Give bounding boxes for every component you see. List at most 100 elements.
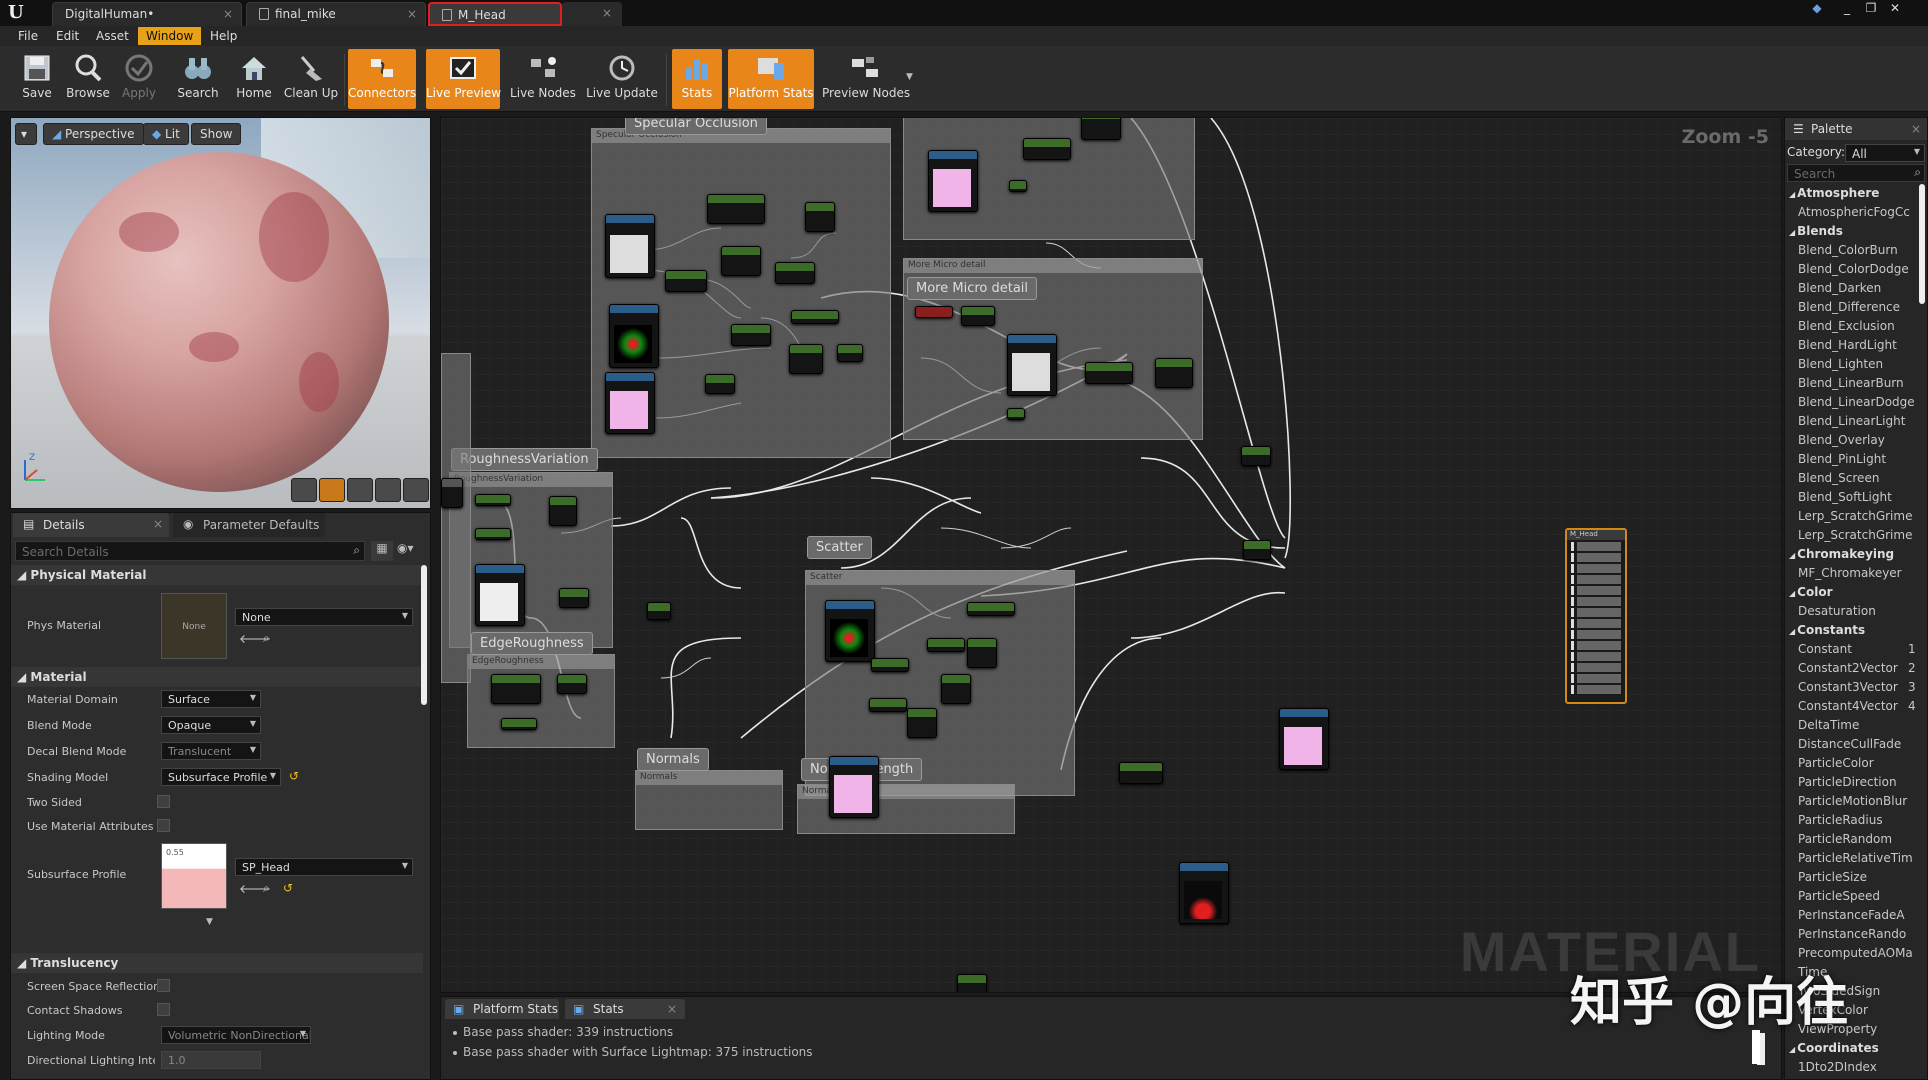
add-node[interactable] [647, 602, 671, 620]
palette-item[interactable]: ParticleSize [1798, 870, 1867, 884]
two-sided-checkbox[interactable] [157, 795, 170, 808]
palette-item[interactable]: Lerp_ScratchGrime [1798, 528, 1912, 542]
lerp-node[interactable] [1155, 358, 1193, 388]
menu-asset[interactable]: Asset [96, 29, 129, 43]
tab-stats[interactable]: ▣Stats× [565, 999, 685, 1019]
show-button[interactable]: Show [191, 123, 242, 145]
stats-button[interactable]: Stats [672, 49, 722, 109]
palette-item[interactable]: PerInstanceFadeA [1798, 908, 1905, 922]
palette-item[interactable]: 1Dto2DIndex [1798, 1060, 1877, 1074]
palette-item[interactable]: Blend_ColorDodge [1798, 262, 1909, 276]
lighting-mode-dropdown[interactable]: Volumetric NonDirectional [161, 1026, 311, 1044]
browse-button[interactable]: Browse [64, 49, 112, 109]
reset-arrow-icon[interactable]: ↺ [283, 881, 294, 895]
palette-item[interactable]: ParticleMotionBlur [1798, 794, 1907, 808]
menu-window[interactable]: Window [138, 27, 202, 45]
palette-item[interactable]: ParticleRandom [1798, 832, 1892, 846]
preview-nodes-button[interactable]: Preview Nodes [822, 49, 910, 109]
translucency-header[interactable]: ◢ Translucency [11, 953, 423, 973]
live-update-button[interactable]: Live Update [584, 49, 660, 109]
comment-label-more-micro-detail[interactable]: More Micro detail [907, 277, 1038, 300]
multiply-node[interactable] [1243, 540, 1271, 560]
comment-box-left[interactable] [441, 353, 471, 683]
palette-category-chroma[interactable]: ◢Chromakeying [1789, 547, 1894, 561]
palette-item[interactable]: Blend_LinearDodge [1798, 395, 1915, 409]
palette-category-blends[interactable]: ◢Blends [1789, 224, 1843, 238]
multiply-node[interactable] [961, 306, 995, 326]
scalar-param-node[interactable] [871, 658, 909, 672]
lerp-node[interactable] [967, 638, 997, 668]
comment-box-normals[interactable]: Normals [635, 770, 783, 830]
directional-lighting-input[interactable]: 1.0 [161, 1051, 261, 1069]
multiply-node[interactable] [731, 324, 771, 346]
palette-item[interactable]: Blend_Exclusion [1798, 319, 1895, 333]
palette-item[interactable]: ParticleRadius [1798, 813, 1883, 827]
lerp-node[interactable] [1081, 118, 1121, 140]
expand-arrow-icon[interactable]: ▼ [206, 917, 213, 927]
multiply-node[interactable] [957, 974, 987, 992]
texture-sample-node[interactable] [1279, 708, 1329, 770]
palette-item[interactable]: AtmosphericFogCc [1798, 205, 1910, 219]
fresnel-node[interactable] [491, 674, 541, 704]
scalar-param-node[interactable] [927, 638, 965, 652]
material-header[interactable]: ◢ Material [11, 667, 423, 687]
cube-preview-icon[interactable] [375, 478, 401, 502]
texture-sample-node[interactable] [1007, 334, 1057, 396]
close-icon[interactable]: × [222, 7, 233, 21]
shading-model-dropdown[interactable]: Subsurface Profile [161, 768, 281, 786]
menu-file[interactable]: File [18, 29, 39, 43]
texture-sample-node[interactable] [928, 150, 978, 212]
browse-icon[interactable]: ⌕ [263, 881, 270, 895]
palette-item[interactable]: Blend_LinearBurn [1798, 376, 1904, 390]
constant-node[interactable] [1009, 180, 1027, 192]
physical-material-header[interactable]: ◢ Physical Material [11, 565, 423, 585]
lerp-node[interactable] [941, 674, 971, 704]
palette-item[interactable]: ParticleRelativeTim [1798, 851, 1913, 865]
divide-node[interactable] [1085, 362, 1133, 384]
comment-label-scatter[interactable]: Scatter [807, 536, 872, 559]
cylinder-preview-icon[interactable] [291, 478, 317, 502]
lerp-node[interactable] [805, 202, 835, 232]
menu-edit[interactable]: Edit [56, 29, 80, 43]
palette-scrollbar[interactable] [1919, 184, 1925, 304]
palette-item[interactable]: Blend_HardLight [1798, 338, 1897, 352]
palette-item[interactable]: Blend_ColorBurn [1798, 243, 1898, 257]
close-icon[interactable]: × [666, 1002, 677, 1016]
tab-details[interactable]: ▤Details× [13, 513, 169, 537]
close-icon[interactable]: × [152, 517, 163, 531]
close-icon[interactable]: × [1910, 122, 1921, 136]
partial-node[interactable] [441, 478, 463, 508]
teapot-preview-icon[interactable] [403, 478, 429, 502]
palette-item[interactable]: ViewProperty [1798, 1022, 1877, 1036]
comment-label-roughness-variation[interactable]: RoughnessVariation [451, 448, 598, 471]
tab-platform-stats[interactable]: ▣Platform Stats [445, 999, 559, 1019]
contact-shadows-checkbox[interactable] [157, 1003, 170, 1016]
material-result-node[interactable]: M_Head [1565, 528, 1627, 704]
texture-sample-node[interactable] [609, 304, 659, 368]
palette-item[interactable]: PrecomputedAOMa [1798, 946, 1913, 960]
power-node[interactable] [665, 270, 707, 292]
stats-scrollbar[interactable] [1757, 1033, 1765, 1065]
subsurface-profile-thumbnail[interactable]: 0.55 [161, 843, 227, 909]
sphere-preview-icon[interactable] [319, 478, 345, 502]
lit-button[interactable]: ◆ Lit [143, 123, 189, 145]
blend-mode-dropdown[interactable]: Opaque [161, 716, 261, 734]
palette-item[interactable]: Blend_Difference [1798, 300, 1900, 314]
comment-label-normals[interactable]: Normals [637, 748, 709, 771]
details-search-input[interactable]: Search Details⌕ [15, 541, 365, 561]
palette-category-coords[interactable]: ◢Coordinates [1789, 1041, 1879, 1055]
texture-sample-node[interactable] [605, 214, 655, 278]
live-preview-button[interactable]: Live Preview [426, 49, 501, 109]
clean-up-button[interactable]: Clean Up [282, 49, 340, 109]
palette-search-input[interactable]: Search⌕ [1787, 164, 1925, 182]
reset-arrow-icon[interactable]: ↺ [289, 769, 300, 783]
palette-category-atmosphere[interactable]: ◢Atmosphere [1789, 186, 1879, 200]
scalar-param-node[interactable] [501, 718, 537, 730]
multiply-node[interactable] [1241, 446, 1271, 466]
comment-label-specular-occlusion[interactable]: Specular Occlusion [625, 118, 767, 135]
comment-box-roughness-variation[interactable]: RoughnessVariation [449, 472, 613, 648]
palette-item[interactable]: Lerp_ScratchGrime [1798, 509, 1912, 523]
palette-item[interactable]: Time [1798, 965, 1827, 979]
palette-item[interactable]: Blend_Screen [1798, 471, 1879, 485]
